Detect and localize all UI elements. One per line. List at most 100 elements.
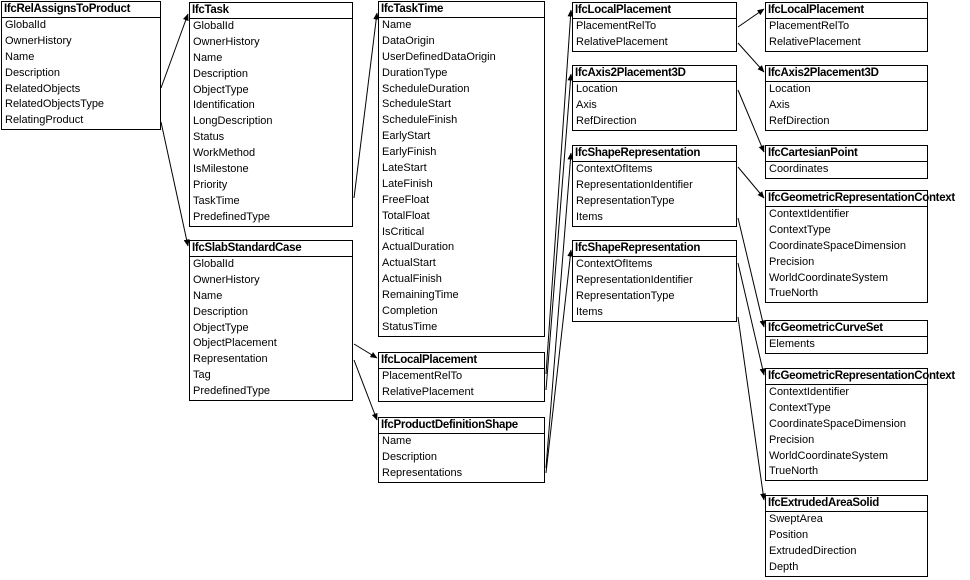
attribute-row: RelativePlacement xyxy=(769,35,861,48)
attribute-row: WorkMethod xyxy=(193,147,256,160)
attribute-row: Elements xyxy=(769,338,815,350)
attribute-row: DataOrigin xyxy=(382,34,435,47)
attribute-row: CoordinateSpaceDimension xyxy=(769,417,906,430)
attribute-row: RelatedObjects xyxy=(5,82,81,95)
attribute-row: WorldCoordinateSystem xyxy=(769,271,889,284)
attribute-row: Representations xyxy=(382,466,463,479)
attribute-row: PredefinedType xyxy=(193,385,271,398)
entity-title-ifcslabstandardcase: IfcSlabStandardCase xyxy=(190,241,352,257)
attribute-row: Description xyxy=(193,305,249,318)
attribute-row: PlacementRelTo xyxy=(382,370,463,382)
attribute-row: RelativePlacement xyxy=(576,35,668,48)
attribute-row: Description xyxy=(193,67,249,80)
attribute-row: LateStart xyxy=(382,162,427,175)
attribute-row: Name xyxy=(382,19,412,31)
attribute-row: Precision xyxy=(769,433,815,446)
connector-ifcproductdefinitionshape.Representations-to-ifcshaperepresentation-a xyxy=(545,152,574,469)
attribute-row: Axis xyxy=(769,98,790,111)
connector-ifcslabstandardcase.Representation-to-ifcproductdefinitionshape xyxy=(353,359,378,421)
attribute-row: RelativePlacement xyxy=(382,385,474,398)
entity-title-ifctasktime: IfcTaskTime xyxy=(379,2,544,18)
attribute-row: IsCritical xyxy=(382,225,425,238)
attribute-row: OwnerHistory xyxy=(193,35,260,48)
attribute-row: PlacementRelTo xyxy=(769,20,850,32)
entity-title-ifccartesianpoint: IfcCartesianPoint xyxy=(766,146,927,162)
connector-ifclocalplacement-b.PlacementRelTo-to-ifclocalplacement-c xyxy=(737,8,765,28)
connector-ifclocalplacement-a.RelativePlacement-to-ifcaxis2placement3d-a xyxy=(545,73,574,391)
attribute-row: CoordinateSpaceDimension xyxy=(769,239,906,252)
attribute-row: Position xyxy=(769,528,809,541)
attribute-row: ObjectPlacement xyxy=(193,337,277,350)
connector-ifcrelassignstoproduct.RelatedObjects-to-ifctask xyxy=(160,13,189,89)
attribute-row: OwnerHistory xyxy=(5,34,72,47)
attribute-row: Name xyxy=(382,435,412,447)
attribute-row: RelatingProduct xyxy=(5,114,84,127)
connector-ifcproductdefinitionshape.Representations-to-ifcshaperepresentation-b xyxy=(545,249,574,474)
attribute-row: Description xyxy=(5,66,61,79)
attribute-row: Coordinates xyxy=(769,163,829,175)
attribute-row: ActualFinish xyxy=(382,273,442,286)
attribute-row: PlacementRelTo xyxy=(576,20,657,32)
attribute-row: IsMilestone xyxy=(193,163,249,176)
attribute-row: WorldCoordinateSystem xyxy=(769,449,889,462)
entity-title-ifcaxis2placement3d-b: IfcAxis2Placement3D xyxy=(766,66,927,82)
attribute-row: EarlyStart xyxy=(382,130,431,143)
attribute-row: ContextIdentifier xyxy=(769,386,850,398)
attribute-row: Name xyxy=(193,289,223,302)
attribute-row: Priority xyxy=(193,178,228,191)
attribute-row: UserDefinedDataOrigin xyxy=(382,50,496,63)
attribute-row: StatusTime xyxy=(382,320,438,333)
attribute-row: OwnerHistory xyxy=(193,273,260,286)
entity-title-ifclocalplacement-b: IfcLocalPlacement xyxy=(573,3,736,19)
attribute-row: ContextOfItems xyxy=(576,163,653,175)
attribute-row: ActualDuration xyxy=(382,241,455,254)
attribute-row: ObjectType xyxy=(193,321,249,334)
attribute-row: Location xyxy=(576,83,618,95)
attribute-row: RepresentationIdentifier xyxy=(576,273,693,286)
attribute-row: ActualStart xyxy=(382,257,436,270)
entity-title-ifcaxis2placement3d-a: IfcAxis2Placement3D xyxy=(573,66,736,82)
connector-ifclocalplacement-a.PlacementRelTo-to-ifclocalplacement-b xyxy=(545,9,574,375)
entity-title-ifclocalplacement-a: IfcLocalPlacement xyxy=(379,353,544,369)
connector-ifcshaperepresentation-a.ContextOfItems-to-ifcgeometricrepresentationcontext-a xyxy=(737,166,765,199)
attribute-row: ContextIdentifier xyxy=(769,208,850,220)
attribute-row: Items xyxy=(576,305,603,318)
attribute-row: ObjectType xyxy=(193,83,249,96)
attribute-row: RemainingTime xyxy=(382,289,459,302)
attribute-row: Depth xyxy=(769,560,799,573)
attribute-row: FreeFloat xyxy=(382,193,430,206)
connector-ifctask.TaskTime-to-ifctasktime xyxy=(353,12,380,199)
attribute-row: Name xyxy=(5,50,35,63)
attribute-row: TaskTime xyxy=(193,194,240,207)
attribute-row: DurationType xyxy=(382,66,448,79)
attribute-row: Status xyxy=(193,131,225,144)
connector-ifcshaperepresentation-b.ContextOfItems-to-ifcgeometricrepresentationcontext-b xyxy=(737,262,766,376)
attribute-row: Completion xyxy=(382,305,438,318)
attribute-row: ContextType xyxy=(769,401,831,414)
entity-title-ifctask: IfcTask xyxy=(190,3,352,19)
attribute-row: Name xyxy=(193,51,223,64)
attribute-row: ContextOfItems xyxy=(576,258,653,270)
connector-ifclocalplacement-b.RelativePlacement-to-ifcaxis2placement3d-b xyxy=(737,42,765,73)
attribute-row: GlobalId xyxy=(193,258,234,270)
attribute-row: TotalFloat xyxy=(382,209,430,222)
connector-ifcshaperepresentation-a.Items-to-ifcgeometriccurveset xyxy=(737,217,766,328)
